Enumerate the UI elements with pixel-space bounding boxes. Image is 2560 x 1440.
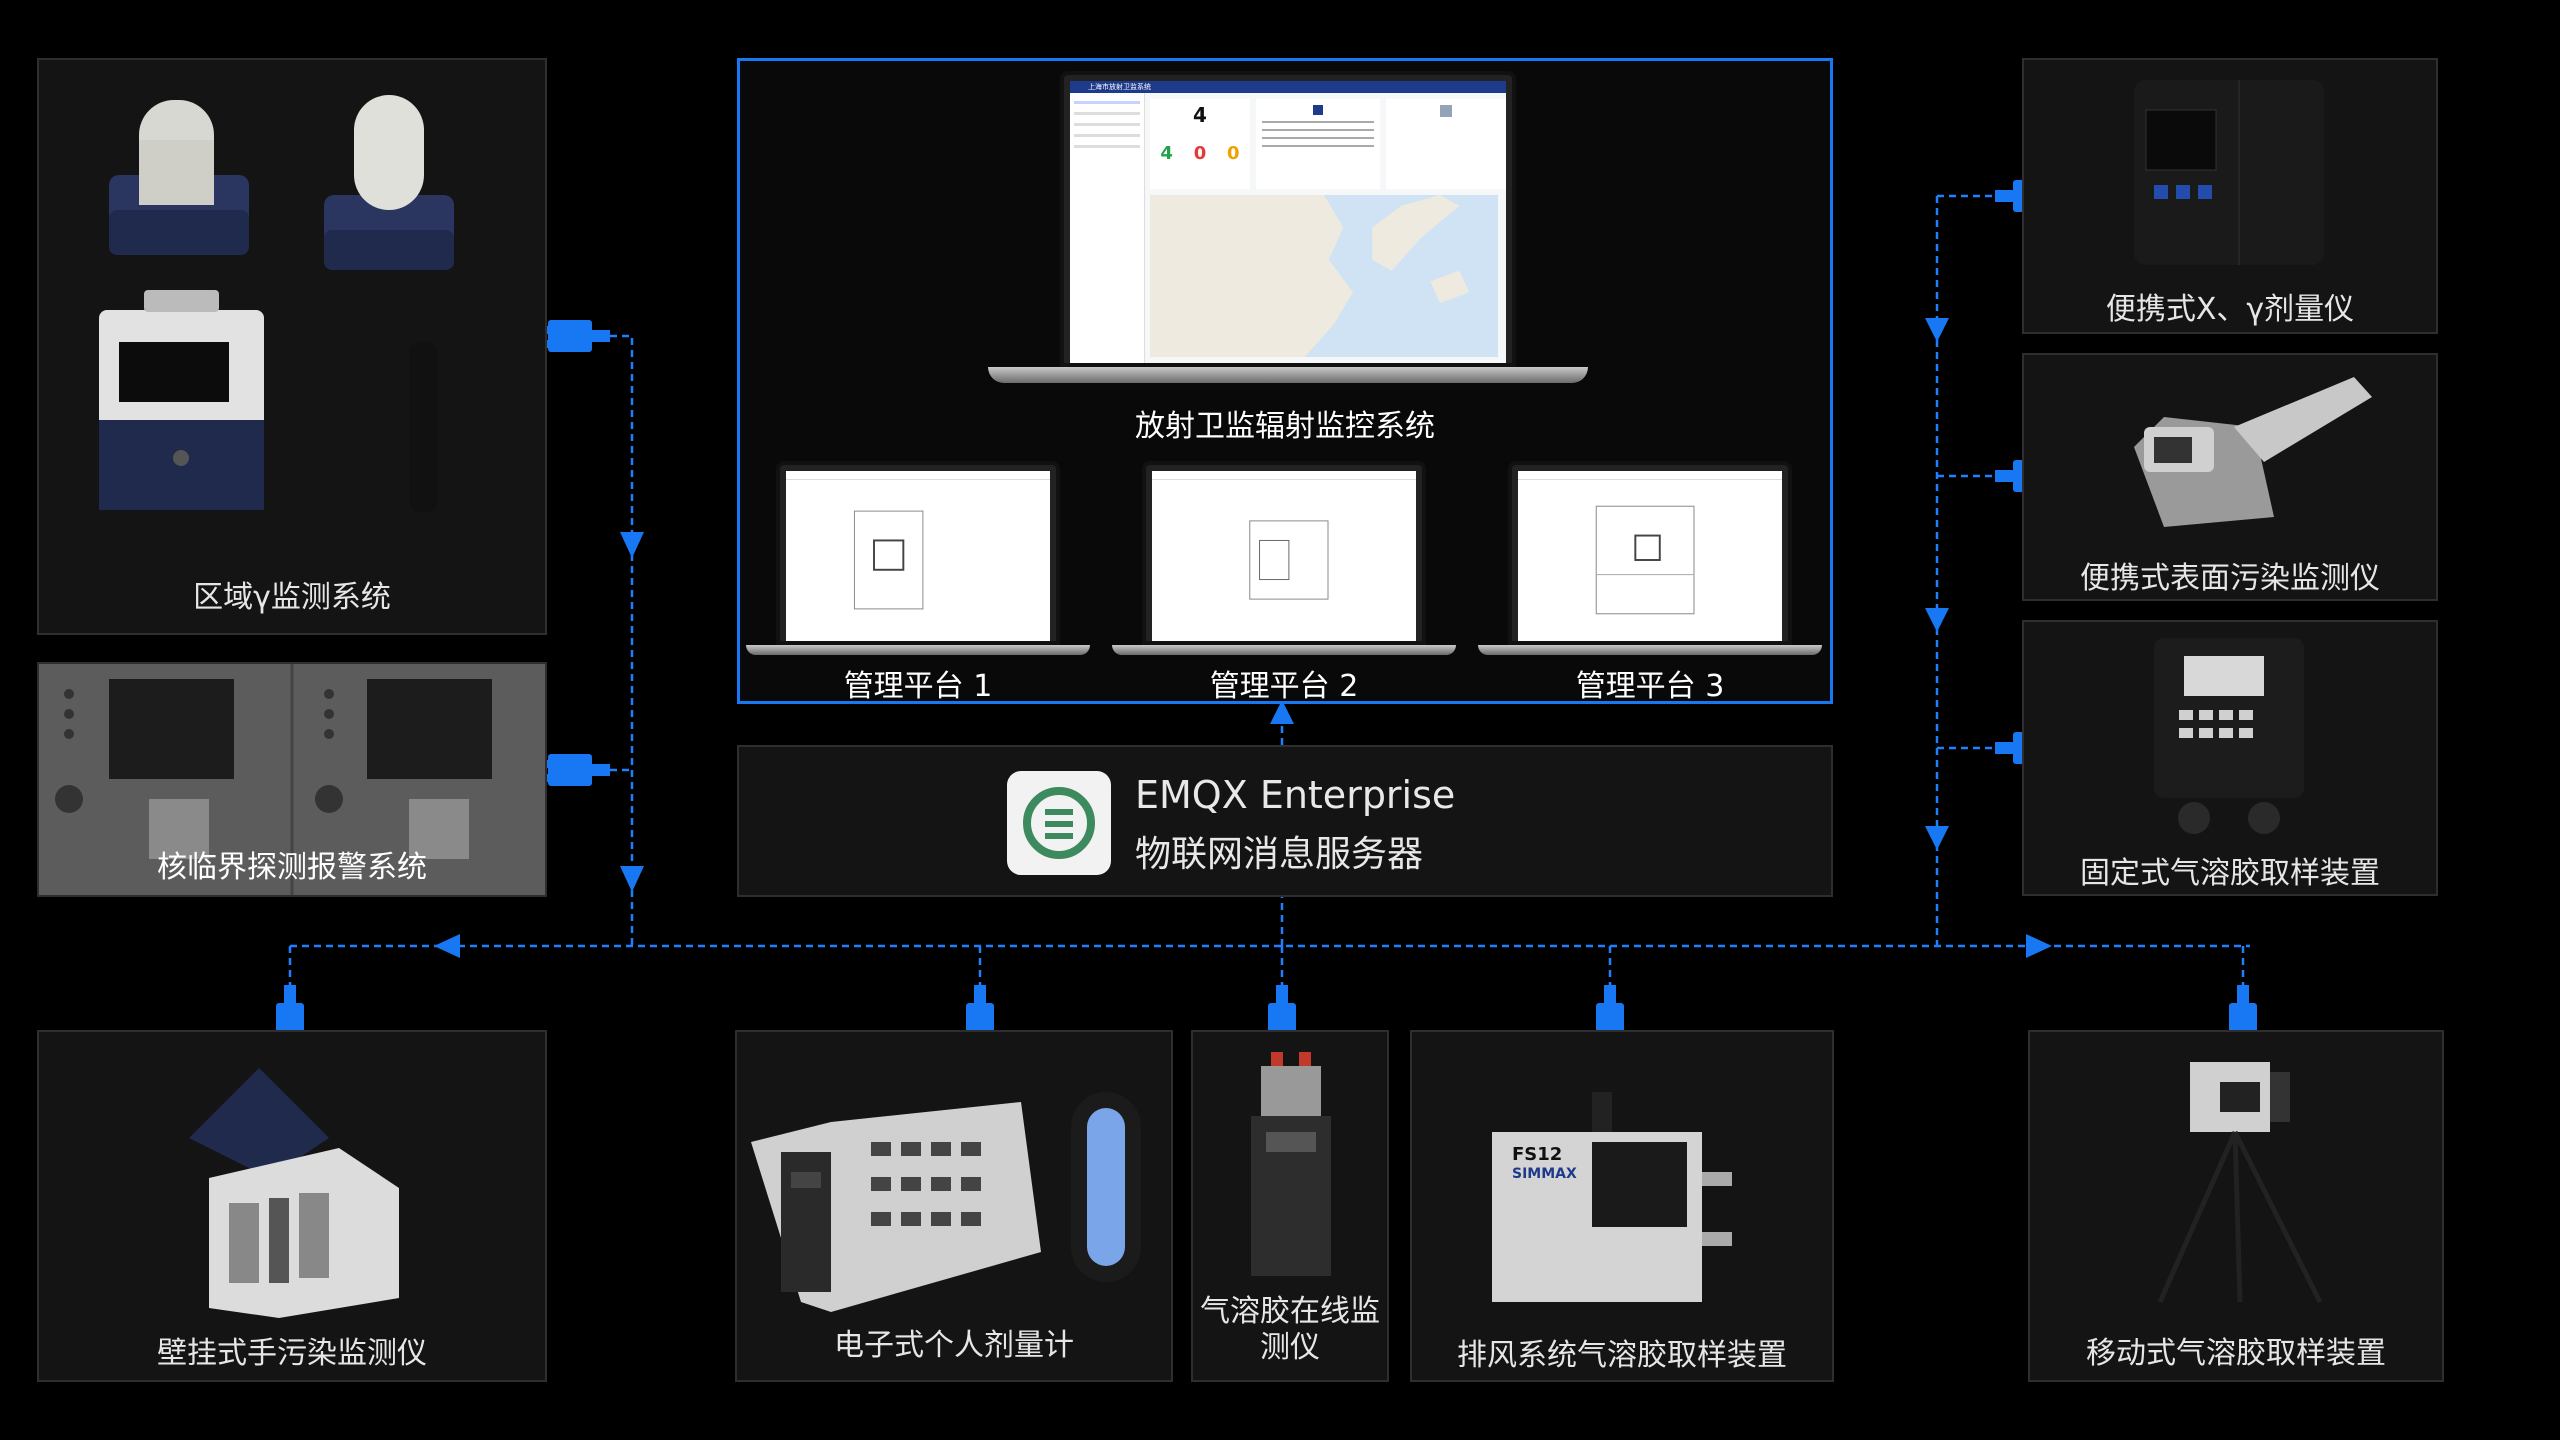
panel-exhaust-aerosol: FS12 SIMMAX 排风系统气溶胶取样装置 xyxy=(1410,1030,1834,1382)
counter-orange: 0 xyxy=(1227,143,1240,164)
fixed-aerosol-image xyxy=(2154,638,2304,834)
stat-card: 4 4 0 0 xyxy=(1150,99,1250,189)
portable-surface-label: 便携式表面污染监测仪 xyxy=(2080,561,2380,596)
system-title: 放射卫监辐射监控系统 xyxy=(1135,409,1435,444)
criticality-label: 核临界探测报警系统 xyxy=(157,850,427,885)
aerosol-online-label-line2: 测仪 xyxy=(1260,1330,1320,1365)
dashboard-header: 上海市放射卫监系统 xyxy=(1070,81,1506,93)
exhaust-model-label: FS12 xyxy=(1512,1144,1563,1165)
laptop-3-screen xyxy=(1508,461,1792,645)
wall-hand-label: 壁挂式手污染监测仪 xyxy=(157,1336,427,1371)
aerosol-online-label-line1: 气溶胶在线监 xyxy=(1200,1294,1380,1329)
panel-portable-xray: 便携式X、γ剂量仪 xyxy=(2022,58,2438,334)
portable-surface-image xyxy=(2134,377,2372,527)
panel-wall-hand: 壁挂式手污染监测仪 xyxy=(37,1030,547,1382)
main-laptop-base xyxy=(988,367,1588,383)
panel-criticality: 核临界探测报警系统 xyxy=(37,662,547,897)
wall-hand-monitor-image xyxy=(189,1068,399,1318)
personal-dose-image xyxy=(751,1092,1141,1312)
portable-xray-image xyxy=(2134,80,2324,265)
emqx-name: EMQX Enterprise xyxy=(1135,773,1456,817)
platform-2-label: 管理平台 2 xyxy=(1209,669,1359,704)
main-laptop-screen: 上海市放射卫监系统 4 4 0 0 xyxy=(1060,71,1516,367)
panel-mobile-aerosol: 移动式气溶胶取样装置 xyxy=(2028,1030,2444,1382)
fixed-aerosol-label: 固定式气溶胶取样装置 xyxy=(2080,856,2380,891)
portable-xray-label: 便携式X、γ剂量仪 xyxy=(2105,292,2355,327)
platform-3-label: 管理平台 3 xyxy=(1575,669,1725,704)
emqx-server-box: EMQX Enterprise 物联网消息服务器 xyxy=(737,745,1833,897)
monitoring-system-box: 上海市放射卫监系统 4 4 0 0 xyxy=(737,58,1833,704)
emqx-logo-icon xyxy=(1007,771,1111,875)
dashboard-app-title: 上海市放射卫监系统 xyxy=(1088,83,1151,91)
area-gamma-devices-image xyxy=(99,95,454,512)
criticality-system-image xyxy=(39,664,545,895)
mobile-aerosol-image xyxy=(2157,1062,2323,1304)
panel-portable-surface: 便携式表面污染监测仪 xyxy=(2022,353,2438,601)
personal-dose-label: 电子式个人剂量计 xyxy=(834,1328,1074,1363)
exhaust-aerosol-label: 排风系统气溶胶取样装置 xyxy=(1457,1338,1787,1373)
map-view xyxy=(1150,195,1498,357)
dashboard-screen: 上海市放射卫监系统 4 4 0 0 xyxy=(1070,81,1506,363)
platform-1-label: 管理平台 1 xyxy=(843,669,993,704)
stat-value: 4 xyxy=(1193,103,1207,127)
panel-fixed-aerosol: 固定式气溶胶取样装置 xyxy=(2022,620,2438,896)
counter-red: 0 xyxy=(1193,143,1207,164)
list-card xyxy=(1256,99,1380,189)
emqx-subtitle: 物联网消息服务器 xyxy=(1135,834,1424,875)
laptop-1-screen xyxy=(776,461,1060,645)
exhaust-brand-label: SIMMAX xyxy=(1512,1166,1577,1182)
area-gamma-label: 区域γ监测系统 xyxy=(193,580,391,615)
laptop-1-base xyxy=(746,645,1090,655)
info-card xyxy=(1386,99,1506,189)
aerosol-online-image xyxy=(1251,1052,1331,1276)
mobile-aerosol-label: 移动式气溶胶取样装置 xyxy=(2086,1336,2386,1371)
counter-green: 4 xyxy=(1160,143,1173,164)
dashboard-sidebar xyxy=(1070,93,1145,363)
laptop-2-screen xyxy=(1142,461,1426,645)
panel-area-gamma: 区域γ监测系统 xyxy=(37,58,547,635)
panel-personal-dose: 电子式个人剂量计 xyxy=(735,1030,1173,1382)
laptop-2-base xyxy=(1112,645,1456,655)
panel-aerosol-online: 气溶胶在线监 测仪 xyxy=(1191,1030,1389,1382)
exhaust-aerosol-image xyxy=(1492,1092,1732,1302)
laptop-3-base xyxy=(1478,645,1822,655)
